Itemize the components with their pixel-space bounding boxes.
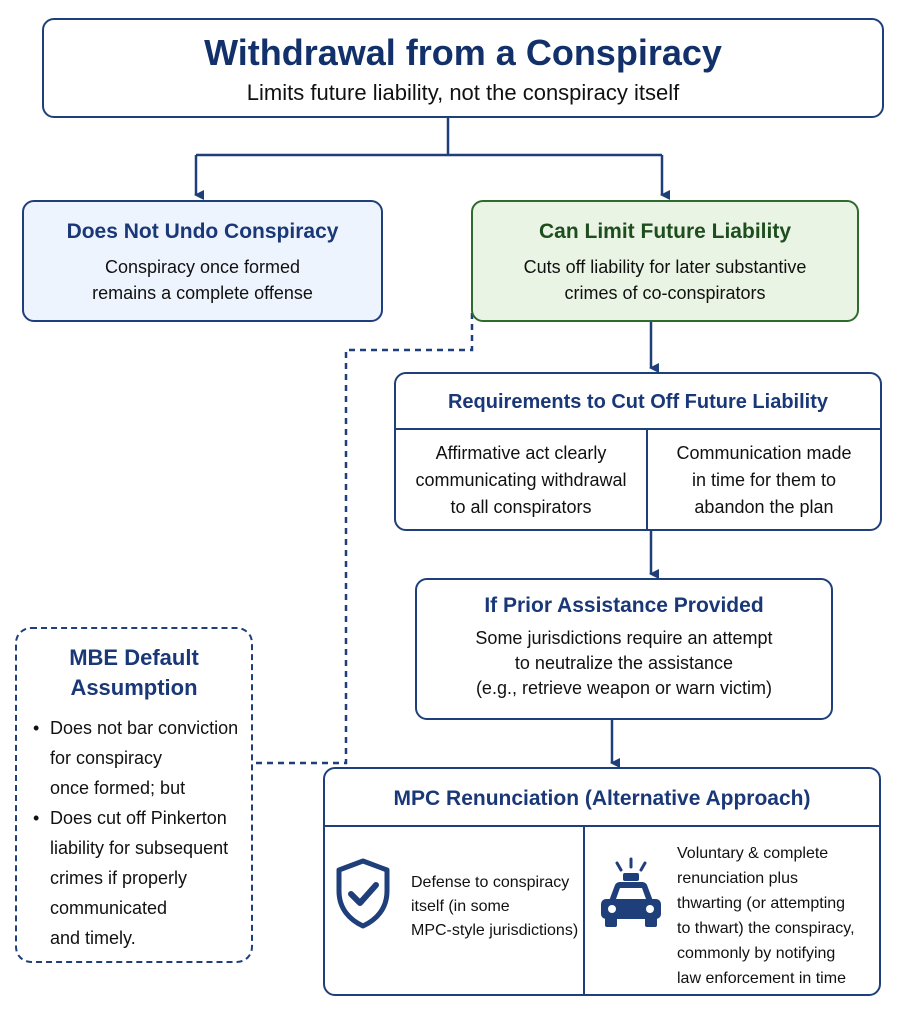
text-line: to all conspirators (450, 497, 592, 517)
requirement-timely-communication: Communication made in time for them to a… (648, 440, 880, 521)
mpc-renunciation-text: Voluntary & complete renunciation plus t… (677, 841, 877, 991)
police-car-icon (601, 857, 661, 927)
mbe-title: MBE Default Assumption (17, 643, 251, 703)
does-not-undo-box: Does Not Undo Conspiracy Conspiracy once… (22, 200, 383, 322)
text-line: liability for subsequent (50, 838, 229, 858)
text-line: itself (in some (411, 898, 510, 915)
does-not-undo-text: Conspiracy once formed remains a complet… (24, 254, 381, 306)
mpc-renunciation-box: MPC Renunciation (Alternative Approach) … (323, 767, 881, 996)
prior-assistance-box: If Prior Assistance Provided Some jurisd… (415, 578, 833, 720)
mpc-defense-text: Defense to conspiracy itself (in some MP… (411, 871, 581, 943)
text-line: Conspiracy once formed (104, 257, 301, 277)
text-line: crimes of co-conspirators (564, 283, 766, 303)
text-line: MPC-style jurisdictions) (411, 922, 579, 939)
text-line: crimes if properly (50, 868, 188, 888)
text-line: MBE Default (69, 645, 199, 670)
text-line: Assumption (70, 675, 198, 700)
text-line: abandon the plan (694, 497, 834, 517)
text-line: Does cut off Pinkerton (50, 808, 227, 828)
text-line: commonly by notifying (677, 945, 836, 962)
divider (325, 825, 879, 827)
text-line: Defense to conspiracy (411, 874, 570, 891)
can-limit-box: Can Limit Future Liability Cuts off liab… (471, 200, 859, 322)
text-line: in time for them to (691, 470, 837, 490)
prior-assistance-title: If Prior Assistance Provided (484, 594, 764, 617)
text-line: renunciation plus (677, 870, 798, 887)
does-not-undo-title: Does Not Undo Conspiracy (66, 220, 339, 243)
text-line: Some jurisdictions require an attempt (475, 628, 773, 648)
text-line: (e.g., retrieve weapon or warn victim) (475, 678, 773, 698)
divider (396, 428, 880, 430)
mbe-list: Does not bar conviction for conspiracy o… (17, 713, 251, 953)
text-line: Communication made (676, 443, 852, 463)
text-line: communicating withdrawal (415, 470, 627, 490)
requirements-box: Requirements to Cut Off Future Liability… (394, 372, 882, 531)
divider (646, 428, 648, 531)
text-line: Voluntary & complete (677, 845, 829, 862)
page-title: Withdrawal from a Conspiracy (204, 32, 722, 73)
can-limit-title: Can Limit Future Liability (538, 220, 791, 243)
requirements-title: Requirements to Cut Off Future Liability (447, 391, 828, 413)
mbe-default-box: MBE Default Assumption Does not bar conv… (15, 627, 253, 963)
prior-assistance-text: Some jurisdictions require an attempt to… (417, 626, 831, 701)
mpc-title: MPC Renunciation (Alternative Approach) (393, 787, 811, 810)
text-line: remains a complete offense (92, 283, 313, 303)
mbe-bullet-pinkerton: Does cut off Pinkerton liability for sub… (33, 803, 251, 953)
text-line: to neutralize the assistance (514, 653, 734, 673)
title-box: Withdrawal from a Conspiracy Limits futu… (42, 18, 884, 118)
text-line: Cuts off liability for later substantive (523, 257, 807, 277)
text-line: law enforcement in time (677, 970, 846, 987)
text-line: for conspiracy (50, 748, 163, 768)
can-limit-text: Cuts off liability for later substantive… (473, 254, 857, 306)
requirement-affirmative-act: Affirmative act clearly communicating wi… (396, 440, 646, 521)
text-line: Does not bar conviction (50, 718, 239, 738)
text-line: Affirmative act clearly (435, 443, 607, 463)
text-line: thwarting (or attempting (677, 895, 846, 912)
text-line: communicated (50, 898, 168, 918)
mbe-bullet-no-bar: Does not bar conviction for conspiracy o… (33, 713, 251, 803)
page-subtitle: Limits future liability, not the conspir… (246, 80, 680, 105)
text-line: to thwart) the conspiracy, (677, 920, 855, 937)
text-line: and timely. (50, 928, 136, 948)
text-line: once formed; but (50, 778, 186, 798)
divider (583, 825, 585, 996)
shield-check-icon (336, 858, 390, 929)
connector-title-split (196, 118, 662, 157)
